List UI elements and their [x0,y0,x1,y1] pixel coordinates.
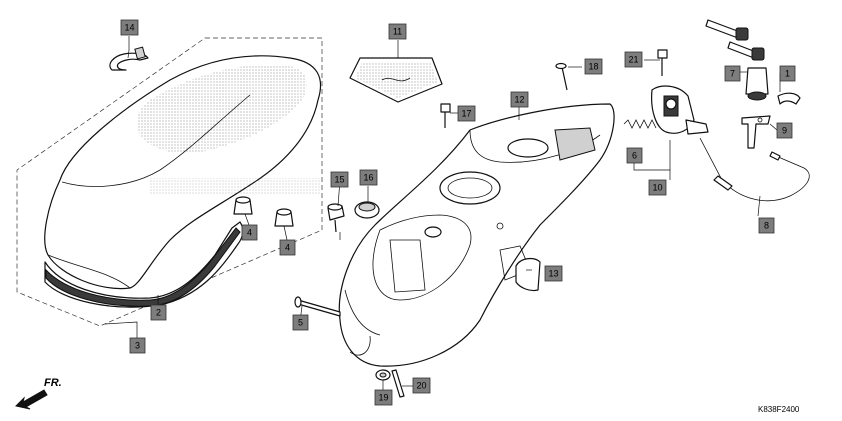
callout-20: 20 [412,377,431,394]
svg-text:4: 4 [285,243,290,253]
svg-text:7: 7 [730,69,735,79]
callout-15: 15 [330,171,349,188]
luggage-box [338,103,615,367]
callout-17: 17 [457,105,476,122]
callout-9: 9 [776,122,793,139]
diagram-code: K838F2400 [758,405,800,414]
callout-13: 13 [544,265,563,282]
callout-3: 3 [129,337,146,354]
callout-6: 6 [626,147,643,164]
svg-text:6: 6 [632,151,637,161]
seat-hook-clip [109,46,149,71]
callout-18: 18 [584,58,603,75]
callout-4b: 4 [279,239,296,256]
callout-5: 5 [292,314,309,331]
svg-text:14: 14 [124,23,134,33]
svg-text:20: 20 [416,381,426,391]
svg-text:3: 3 [135,341,140,351]
svg-text:5: 5 [298,318,303,328]
clip-1 [777,92,801,105]
callout-19: 19 [374,389,393,406]
bolt-15 [327,203,345,233]
svg-text:4: 4 [247,228,252,238]
seat-bumper-rubber-2 [274,208,294,227]
cotter-pin-20 [391,369,405,398]
bolt-17 [440,103,451,128]
callout-16: 16 [359,169,378,186]
grommet-16 [354,201,380,219]
svg-text:15: 15 [334,175,344,185]
seat-latch-10 [651,85,709,135]
spring-6 [623,119,657,129]
svg-text:11: 11 [393,27,402,37]
bracket-9 [741,115,771,149]
bolt-5 [294,296,341,317]
washer-19 [375,369,391,381]
seat-bumper-rubber-1 [233,196,253,215]
svg-text:9: 9 [782,126,787,136]
callout-14: 14 [120,19,139,36]
svg-text:18: 18 [588,62,598,72]
seat-lock-cable-8 [699,137,810,202]
callout-21: 21 [624,51,643,68]
svg-text:12: 12 [514,95,524,105]
svg-text:13: 13 [548,269,558,279]
callout-12: 12 [510,91,529,108]
front-arrow-icon [14,389,48,410]
callout-7: 7 [724,65,741,82]
svg-text:19: 19 [378,393,388,403]
svg-text:8: 8 [764,221,769,231]
seat-group-outline [16,37,323,327]
svg-text:2: 2 [156,308,161,318]
cover-13 [515,257,541,292]
callout-4a: 4 [241,224,258,241]
svg-text:10: 10 [652,183,662,193]
owners-manual-pouch [349,57,443,103]
callout-10: 10 [648,179,667,196]
svg-text:16: 16 [363,173,373,183]
screw-18 [555,62,568,91]
svg-text:17: 17 [461,109,471,119]
callout-8: 8 [758,217,775,234]
callout-2: 2 [150,304,167,321]
callout-1: 1 [779,65,796,82]
seat [44,55,322,308]
svg-text:21: 21 [628,55,638,65]
key-set-7 [705,19,769,101]
front-indicator-label: FR. [44,377,62,389]
bolt-21 [657,49,668,76]
svg-text:1: 1 [785,69,790,79]
callout-11: 11 [388,23,407,40]
